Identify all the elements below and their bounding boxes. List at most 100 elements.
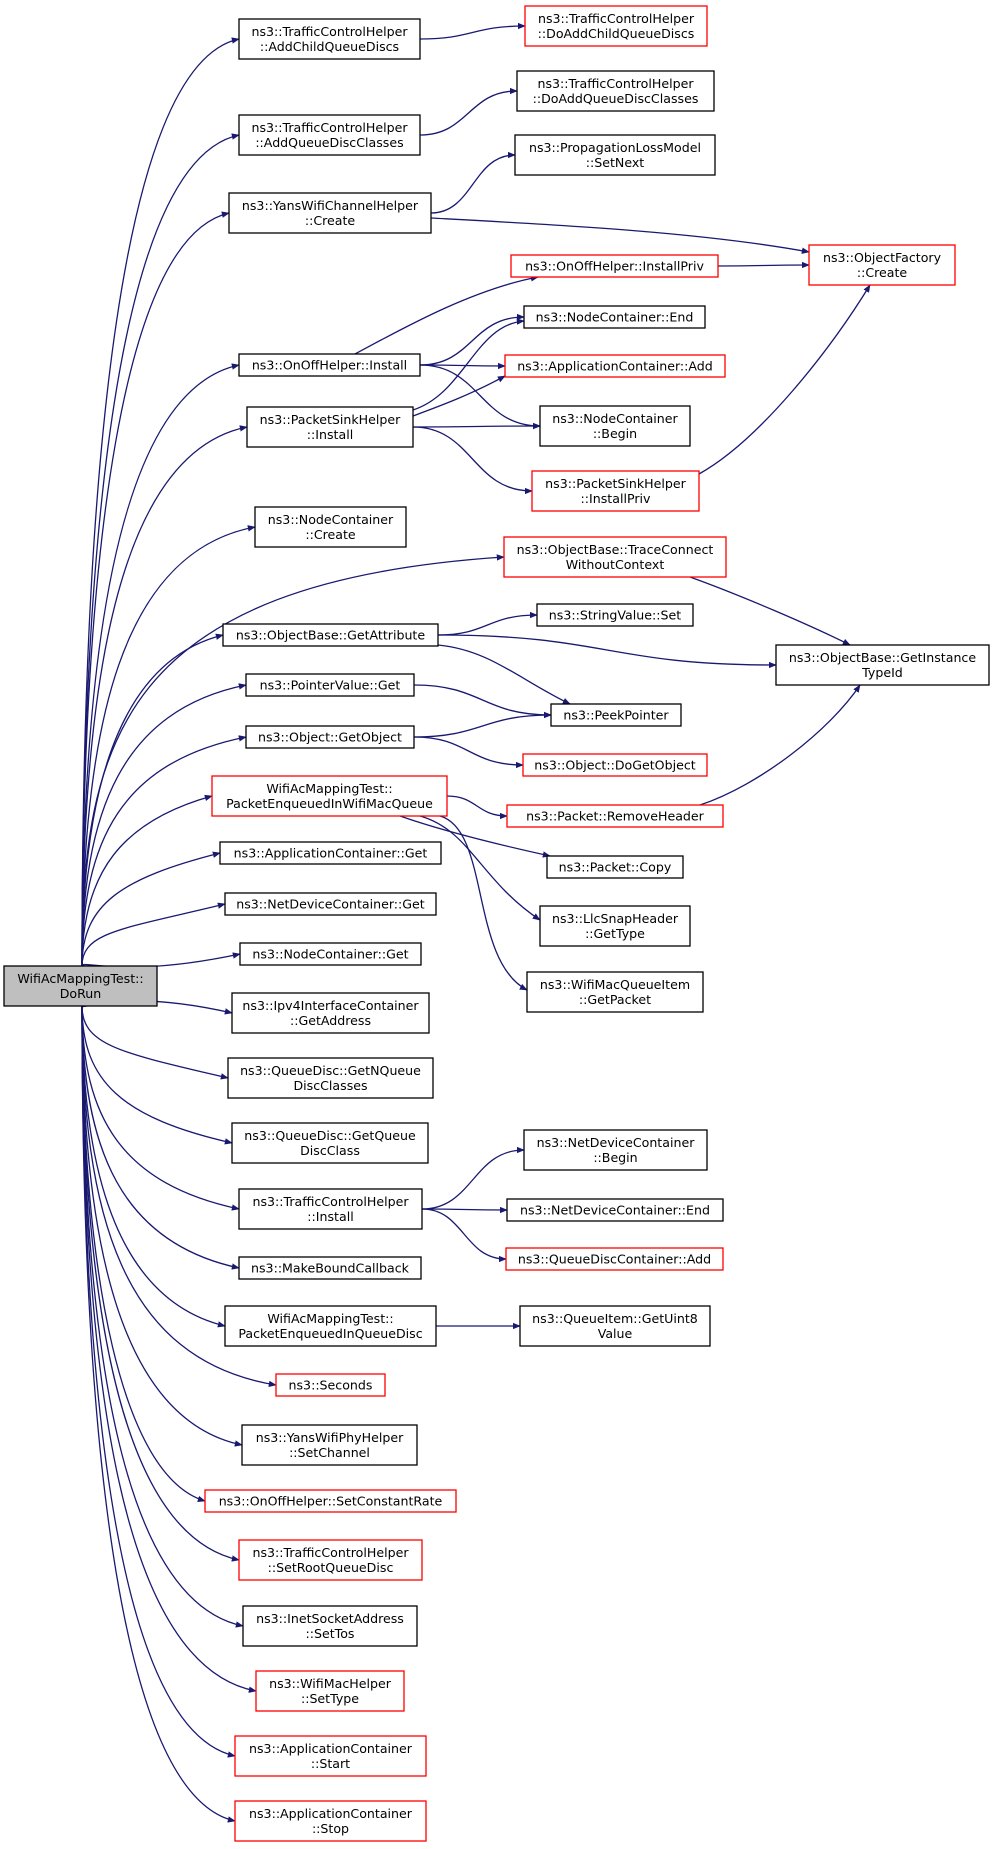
node-n48[interactable]: ns3::ApplicationContainer::Start (234, 1735, 427, 1777)
node-box[interactable] (516, 70, 715, 112)
node-box[interactable] (514, 134, 716, 176)
node-box[interactable] (523, 1129, 708, 1171)
node-n31[interactable]: ns3::NodeContainer::Get (239, 942, 422, 966)
node-n44[interactable]: ns3::OnOffHelper::SetConstantRate (204, 1489, 457, 1513)
node-box[interactable] (808, 244, 956, 286)
node-n8[interactable]: ns3::OnOffHelper::Install (238, 353, 421, 377)
node-n30[interactable]: ns3::NetDeviceContainer::Get (224, 892, 437, 916)
node-n2[interactable]: ns3::TrafficControlHelper::DoAddChildQue… (524, 5, 708, 47)
node-box[interactable] (241, 1424, 418, 1466)
node-n10[interactable]: ns3::NodeContainer::End (523, 305, 706, 329)
node-n24[interactable]: WifiAcMappingTest::PacketEnqueuedInWifiM… (211, 775, 448, 817)
node-n40[interactable]: WifiAcMappingTest::PacketEnqueuedInQueue… (224, 1305, 437, 1347)
node-n27[interactable]: ns3::LlcSnapHeader::GetType (539, 905, 691, 947)
node-n20[interactable]: ns3::PeekPointer (550, 703, 682, 727)
node-n13[interactable]: ns3::PacketSinkHelper::Install (246, 406, 414, 448)
node-box[interactable] (238, 1188, 423, 1230)
node-box[interactable] (238, 353, 421, 377)
node-n6[interactable]: ns3::PropagationLossModel::SetNext (514, 134, 716, 176)
node-box[interactable] (506, 804, 724, 828)
node-n42[interactable]: ns3::Seconds (275, 1373, 386, 1397)
node-box[interactable] (238, 114, 421, 156)
node-box[interactable] (3, 965, 158, 1007)
node-n22[interactable]: ns3::Object::GetObject (245, 725, 415, 749)
node-root[interactable]: WifiAcMappingTest::DoRun (3, 965, 158, 1007)
node-box[interactable] (546, 855, 684, 879)
node-box[interactable] (505, 1247, 724, 1271)
node-box[interactable] (224, 892, 437, 916)
node-box[interactable] (539, 405, 691, 447)
node-n7[interactable]: ns3::ObjectFactory::Create (808, 244, 956, 286)
node-box[interactable] (204, 1489, 457, 1513)
node-box[interactable] (539, 905, 691, 947)
node-n28[interactable]: ns3::WifiMacQueueItem::GetPacket (526, 971, 704, 1013)
node-box[interactable] (506, 1198, 724, 1222)
node-box[interactable] (536, 603, 694, 627)
node-box[interactable] (227, 1057, 434, 1099)
node-n45[interactable]: ns3::TrafficControlHelper::SetRootQueueD… (238, 1539, 423, 1581)
node-box[interactable] (228, 192, 432, 234)
node-box[interactable] (255, 1670, 405, 1712)
node-box[interactable] (238, 1539, 423, 1581)
node-box[interactable] (234, 1735, 427, 1777)
node-box[interactable] (231, 1122, 429, 1164)
node-box[interactable] (523, 305, 706, 329)
node-n32[interactable]: ns3::Ipv4InterfaceContainer::GetAddress (231, 992, 430, 1034)
node-box[interactable] (254, 506, 407, 548)
node-box[interactable] (526, 971, 704, 1013)
node-n11[interactable]: ns3::ApplicationContainer::Add (504, 354, 726, 378)
node-box[interactable] (239, 942, 422, 966)
node-n36[interactable]: ns3::NetDeviceContainer::Begin (523, 1129, 708, 1171)
node-n18[interactable]: ns3::ObjectBase::GetAttribute (222, 623, 439, 647)
node-n14[interactable]: ns3::PacketSinkHelper::InstallPriv (531, 470, 700, 512)
node-box[interactable] (211, 775, 448, 817)
node-box[interactable] (522, 753, 708, 777)
node-n38[interactable]: ns3::QueueDiscContainer::Add (505, 1247, 724, 1271)
node-box[interactable] (246, 406, 414, 448)
node-n37[interactable]: ns3::NetDeviceContainer::End (506, 1198, 724, 1222)
node-n19[interactable]: ns3::StringValue::Set (536, 603, 694, 627)
node-n1[interactable]: ns3::TrafficControlHelper::AddChildQueue… (238, 18, 421, 60)
node-n3[interactable]: ns3::TrafficControlHelper::AddQueueDiscC… (238, 114, 421, 156)
node-box[interactable] (504, 354, 726, 378)
node-n5[interactable]: ns3::YansWifiChannelHelper::Create (228, 192, 432, 234)
node-box[interactable] (245, 673, 415, 697)
node-n46[interactable]: ns3::InetSocketAddress::SetTos (242, 1605, 418, 1647)
node-box[interactable] (531, 470, 700, 512)
node-box[interactable] (219, 841, 442, 865)
node-box[interactable] (234, 1800, 427, 1842)
node-n21[interactable]: ns3::PointerValue::Get (245, 673, 415, 697)
node-box[interactable] (231, 992, 430, 1034)
node-n4[interactable]: ns3::TrafficControlHelper::DoAddQueueDis… (516, 70, 715, 112)
node-n43[interactable]: ns3::YansWifiPhyHelper::SetChannel (241, 1424, 418, 1466)
node-box[interactable] (503, 536, 727, 578)
node-n16[interactable]: ns3::ObjectBase::TraceConnectWithoutCont… (503, 536, 727, 578)
node-box[interactable] (510, 254, 719, 278)
node-n25[interactable]: ns3::Packet::RemoveHeader (506, 804, 724, 828)
node-box[interactable] (550, 703, 682, 727)
node-n26[interactable]: ns3::Packet::Copy (546, 855, 684, 879)
node-n35[interactable]: ns3::TrafficControlHelper::Install (238, 1188, 423, 1230)
node-box[interactable] (519, 1305, 711, 1347)
node-n29[interactable]: ns3::ApplicationContainer::Get (219, 841, 442, 865)
node-box[interactable] (238, 18, 421, 60)
node-box[interactable] (275, 1373, 386, 1397)
node-box[interactable] (524, 5, 708, 47)
node-n39[interactable]: ns3::MakeBoundCallback (238, 1256, 422, 1280)
node-n49[interactable]: ns3::ApplicationContainer::Stop (234, 1800, 427, 1842)
node-box[interactable] (775, 644, 990, 686)
node-n15[interactable]: ns3::NodeContainer::Create (254, 506, 407, 548)
node-box[interactable] (238, 1256, 422, 1280)
node-box[interactable] (224, 1305, 437, 1347)
node-n47[interactable]: ns3::WifiMacHelper::SetType (255, 1670, 405, 1712)
node-n23[interactable]: ns3::Object::DoGetObject (522, 753, 708, 777)
node-box[interactable] (245, 725, 415, 749)
node-box[interactable] (222, 623, 439, 647)
node-box[interactable] (242, 1605, 418, 1647)
node-n12[interactable]: ns3::NodeContainer::Begin (539, 405, 691, 447)
node-n9[interactable]: ns3::OnOffHelper::InstallPriv (510, 254, 719, 278)
